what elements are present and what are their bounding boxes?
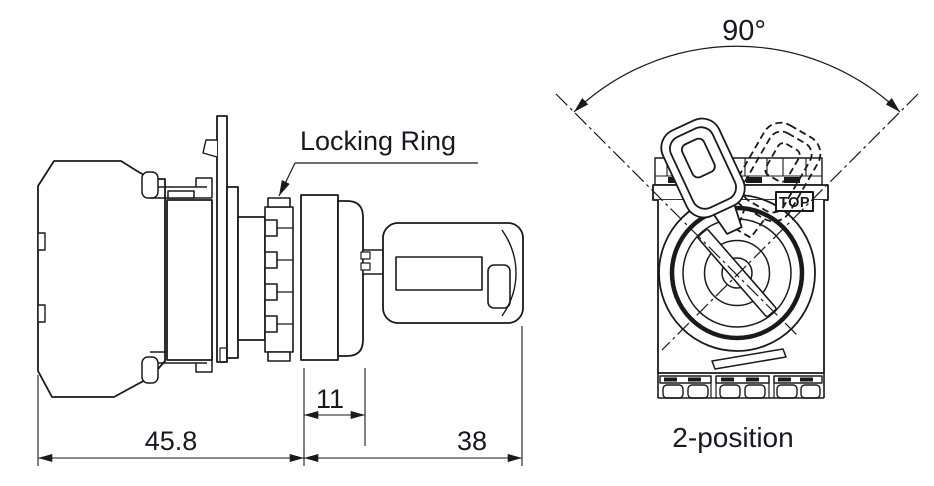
contact-block-tab-upper [37, 232, 46, 251]
position-label: 2-position [672, 422, 793, 453]
dim-11-text: 11 [316, 384, 344, 414]
side-view [37, 115, 524, 398]
terminal-feet [657, 373, 825, 399]
panel-tab [202, 139, 218, 158]
key-shaft-tooth-1 [360, 251, 371, 260]
angle-label: 90° [722, 15, 766, 47]
centerline-left-position [555, 93, 799, 337]
mounting-clip-top [141, 171, 213, 199]
key-shaft-tooth-2 [360, 262, 371, 271]
top-marking-text: TOP [779, 195, 810, 211]
lock-cylinder [703, 239, 771, 307]
contact-block-outline [37, 160, 166, 398]
locking-ring-label: Locking Ring [300, 126, 456, 156]
bezel-rear-section [300, 194, 339, 361]
locking-ring-callout [278, 162, 478, 197]
contact-block-tab-lower [37, 304, 46, 323]
centerline-right-position [661, 93, 919, 351]
leader-arrow [278, 162, 296, 197]
mounting-panel [216, 115, 228, 363]
rear-flange [226, 186, 239, 359]
locking-ring [264, 197, 294, 362]
bezel-front-section [337, 200, 364, 357]
gasket-ring [669, 205, 805, 341]
key-current-position [660, 117, 746, 235]
adapter-body [166, 199, 213, 361]
position-centerlines [555, 93, 919, 351]
dim-45-8-text: 45.8 [145, 426, 198, 456]
key-head-side [382, 222, 524, 324]
round-face [658, 194, 816, 352]
top-marking-box [775, 191, 814, 212]
dimensions [37, 326, 523, 466]
threaded-neck [237, 216, 266, 341]
key-hole-center [721, 257, 753, 289]
dim-38-text: 38 [457, 426, 487, 456]
rotation-arc [573, 45, 901, 113]
anti-rotation-tab [711, 348, 787, 370]
key-ghost-position [732, 121, 822, 239]
